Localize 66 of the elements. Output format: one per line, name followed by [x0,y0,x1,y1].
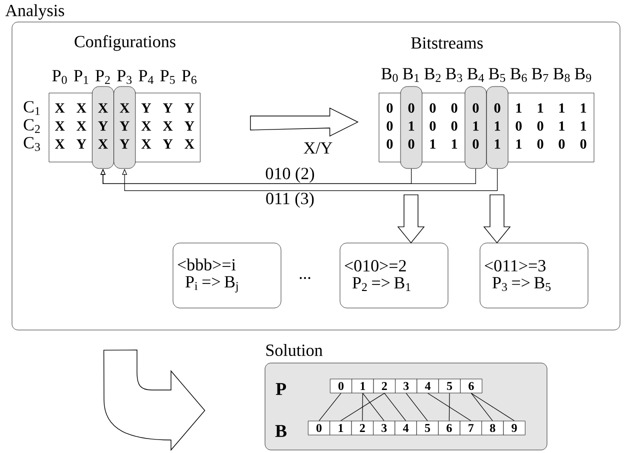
mapping-line [362,392,363,422]
column-header: B$_{2}$ [424,68,441,82]
index-cell: 5 [438,378,461,394]
index-cell: 4 [394,420,417,436]
index-cell: 2 [351,420,374,436]
column-header: B$_{0}$ [381,68,398,82]
column-header: P$_{2}$ [96,70,110,84]
column-header: P$_{0}$ [52,70,67,84]
panel-heading: Solution [266,344,323,356]
index-cell: 7 [460,420,482,436]
column-header: P$_{4}$ [138,70,154,84]
row-label: B [275,425,286,437]
column-header: B$_{5}$ [488,68,506,82]
section-title: Bitstreams [411,37,483,49]
mapping-line [318,392,342,422]
column-header: B$_{6}$ [510,68,527,82]
panel-heading: Analysis [5,4,64,20]
index-cell: 5 [416,420,439,436]
mapping-line [448,392,450,422]
index-cell: 9 [503,420,526,436]
mapping-line [470,392,493,422]
index-cell: 2 [373,378,396,394]
mapping-line [470,392,515,422]
column-header: B$_{1}$ [402,68,419,82]
highlighted-column: X Y X [92,86,114,169]
connector-arrow [122,168,498,191]
highlighted-column: 0 1 1 [486,86,508,169]
index-cell: 1 [330,420,352,436]
index-cell: 3 [373,420,396,436]
row-header: C$_{3}$ [24,137,40,151]
mapping-line [406,392,428,422]
block-arrow [103,350,206,450]
highlighted-column: X Y Y [114,86,136,169]
block-arrow [250,107,359,137]
column-header: P$_{1}$ [74,70,88,84]
mapping-line [428,392,472,422]
column-header: B$_{9}$ [574,68,592,82]
index-cell: 6 [460,378,482,394]
edge-label: 011 (3) [266,192,314,208]
row-label: P [276,383,286,395]
index-cell: 8 [482,420,504,436]
index-cell: 0 [330,378,352,394]
connector-arrow [100,168,476,184]
column-header: B$_{3}$ [446,68,462,82]
column-header: B$_{8}$ [553,68,570,82]
section-title: Configurations [74,35,176,51]
edge-label: 010 (2) [266,167,314,183]
index-cell: 4 [416,378,439,394]
index-cell: 3 [395,378,418,394]
mapping-line [384,392,406,422]
column-header: B$_{7}$ [532,68,548,82]
column-header: P$_{6}$ [182,70,196,84]
highlighted-column: 0 1 0 [464,86,487,169]
column-header: B$_{4}$ [467,68,484,82]
edge-label: X/Y [304,142,332,154]
index-cell: 1 [352,378,374,394]
column-header: P$_{3}$ [117,70,132,84]
row-header: C$_{2}$ [24,119,40,133]
column-header: P$_{5}$ [160,70,175,84]
ellipsis: ... [300,277,310,279]
index-cell: 0 [308,420,330,436]
row-header: C$_{1}$ [24,101,40,115]
mapping-line [362,392,384,422]
mapping-line [340,392,385,422]
highlighted-column: 0 1 0 [400,86,422,169]
index-cell: 6 [438,420,460,436]
